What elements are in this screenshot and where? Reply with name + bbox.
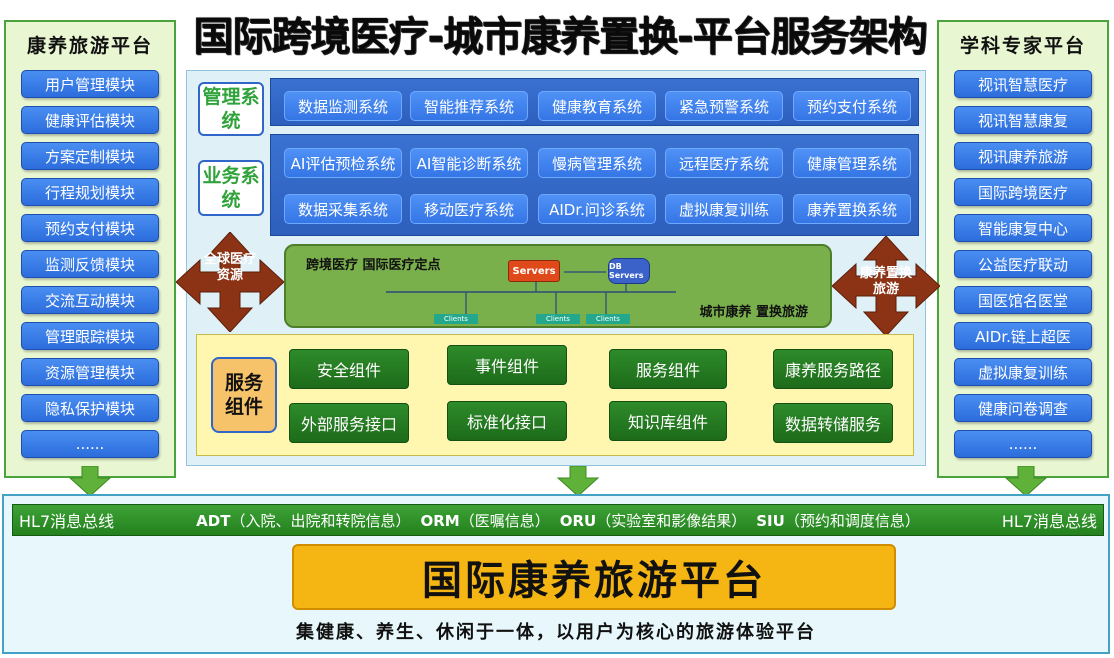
servers-box: Servers: [508, 260, 560, 282]
service-button[interactable]: 事件组件: [447, 345, 567, 385]
business-band: AI评估预检系统 AI智能诊断系统 慢病管理系统 远程医疗系统 健康管理系统 数…: [270, 134, 919, 236]
business-chip[interactable]: 虚拟康复训练: [665, 194, 783, 224]
left-module-item[interactable]: 资源管理模块: [21, 358, 159, 386]
right-module-item[interactable]: 国际跨境医疗: [954, 178, 1092, 206]
service-button[interactable]: 标准化接口: [447, 401, 567, 441]
left-module-item[interactable]: 隐私保护模块: [21, 394, 159, 422]
hl7-left-label: HL7消息总线: [19, 512, 115, 531]
right-module-item[interactable]: 视讯智慧医疗: [954, 70, 1092, 98]
business-chip[interactable]: AI评估预检系统: [284, 148, 402, 178]
right-module-item[interactable]: 公益医疗联动: [954, 250, 1092, 278]
business-chip[interactable]: AI智能诊断系统: [410, 148, 528, 178]
hl7-desc: （医嘱信息）: [459, 511, 550, 530]
diagram-bottom-text: 城市康养 置换旅游: [699, 305, 808, 320]
right-arrow-label: 康养置换旅游: [859, 266, 912, 297]
business-label: 业务系统: [198, 160, 264, 216]
service-button[interactable]: 数据转储服务: [773, 403, 893, 443]
left-arrow-label: 全球医疗资源: [203, 252, 256, 283]
management-chip[interactable]: 预约支付系统: [793, 91, 911, 121]
right-module-item[interactable]: ......: [954, 430, 1092, 458]
page-title: 国际跨境医疗-城市康养置换-平台服务架构: [193, 14, 927, 60]
right-module-item[interactable]: 健康问卷调查: [954, 394, 1092, 422]
network-lines: [386, 271, 676, 318]
service-button[interactable]: 康养服务路径: [773, 349, 893, 389]
network-diagram: 跨境医疗 国际医疗定点 城市康养 置换旅游 Servers DB Servers…: [284, 244, 832, 328]
hl7-message-bus: HL7消息总线 ADT（入院、出院和转院信息） ORM（医嘱信息） ORU（实验…: [12, 504, 1104, 536]
diagram-top-text: 跨境医疗 国际医疗定点: [306, 258, 441, 273]
business-chip[interactable]: AIDr.问诊系统: [538, 194, 656, 224]
right-module-item[interactable]: AIDr.链上超医: [954, 322, 1092, 350]
platform-title: 国际康养旅游平台: [292, 544, 896, 610]
business-chip[interactable]: 数据采集系统: [284, 194, 402, 224]
right-module-item[interactable]: 视讯康养旅游: [954, 142, 1092, 170]
management-chip[interactable]: 健康教育系统: [538, 91, 656, 121]
left-module-item[interactable]: 健康评估模块: [21, 106, 159, 134]
left-module-item[interactable]: 监测反馈模块: [21, 250, 159, 278]
management-chip[interactable]: 数据监测系统: [284, 91, 402, 121]
service-components: 服务组件 安全组件 事件组件 服务组件 康养服务路径 外部服务接口 标准化接口 …: [196, 334, 914, 456]
client-box: Clients: [434, 314, 478, 324]
left-module-item[interactable]: 方案定制模块: [21, 142, 159, 170]
service-button[interactable]: 外部服务接口: [289, 403, 409, 443]
right-module-item[interactable]: 国医馆名医堂: [954, 286, 1092, 314]
business-chip[interactable]: 远程医疗系统: [665, 148, 783, 178]
right-module-item[interactable]: 虚拟康复训练: [954, 358, 1092, 386]
right-panel-list: 视讯智慧医疗 视讯智慧康复 视讯康养旅游 国际跨境医疗 智能康复中心 公益医疗联…: [939, 66, 1107, 458]
down-arrow-icon: [68, 466, 112, 496]
right-panel-title: 学科专家平台: [959, 34, 1086, 57]
hl7-code: ORM: [420, 511, 460, 530]
business-chip[interactable]: 健康管理系统: [793, 148, 911, 178]
hl7-code: ORU: [559, 511, 597, 530]
hl7-right-label: HL7消息总线: [1001, 512, 1097, 531]
db-servers-icon: DB Servers: [608, 258, 650, 284]
hl7-desc: （入院、出院和转院信息）: [230, 511, 411, 530]
management-chip[interactable]: 紧急预警系统: [665, 91, 783, 121]
service-button[interactable]: 知识库组件: [609, 401, 727, 441]
service-button[interactable]: 安全组件: [289, 349, 409, 389]
left-panel-title: 康养旅游平台: [26, 34, 153, 57]
management-band: 数据监测系统 智能推荐系统 健康教育系统 紧急预警系统 预约支付系统: [270, 78, 919, 126]
service-button[interactable]: 服务组件: [609, 349, 727, 389]
left-module-item[interactable]: 行程规划模块: [21, 178, 159, 206]
client-box: Clients: [536, 314, 580, 324]
hl7-segments: ADT（入院、出院和转院信息） ORM（医嘱信息） ORU（实验室和影像结果） …: [196, 510, 920, 531]
left-panel: 康养旅游平台 用户管理模块 健康评估模块 方案定制模块 行程规划模块 预约支付模…: [4, 20, 176, 478]
bottom-platform: HL7消息总线 ADT（入院、出院和转院信息） ORM（医嘱信息） ORU（实验…: [2, 494, 1110, 654]
business-chip[interactable]: 移动医疗系统: [410, 194, 528, 224]
down-arrow-icon: [556, 466, 600, 496]
right-module-item[interactable]: 视讯智慧康复: [954, 106, 1092, 134]
left-panel-list: 用户管理模块 健康评估模块 方案定制模块 行程规划模块 预约支付模块 监测反馈模…: [6, 66, 174, 458]
left-cross-arrow: [176, 232, 284, 332]
management-label: 管理系统: [198, 82, 264, 136]
left-module-item[interactable]: 管理跟踪模块: [21, 322, 159, 350]
left-module-item[interactable]: 用户管理模块: [21, 70, 159, 98]
hl7-desc: （实验室和影像结果）: [596, 511, 747, 530]
management-chip[interactable]: 智能推荐系统: [410, 91, 528, 121]
left-module-item[interactable]: ......: [21, 430, 159, 458]
left-module-item[interactable]: 预约支付模块: [21, 214, 159, 242]
service-label: 服务组件: [211, 357, 277, 433]
right-panel: 学科专家平台 视讯智慧医疗 视讯智慧康复 视讯康养旅游 国际跨境医疗 智能康复中…: [937, 20, 1109, 478]
client-box: Clients: [586, 314, 630, 324]
platform-subtitle: 集健康、养生、休闲于一体，以用户为核心的旅游体验平台: [296, 622, 816, 643]
left-module-item[interactable]: 交流互动模块: [21, 286, 159, 314]
hl7-code: SIU: [756, 511, 785, 530]
hl7-code: ADT: [196, 511, 231, 530]
business-chip[interactable]: 康养置换系统: [793, 194, 911, 224]
right-module-item[interactable]: 智能康复中心: [954, 214, 1092, 242]
right-cross-arrow: [832, 236, 940, 336]
business-chip[interactable]: 慢病管理系统: [538, 148, 656, 178]
down-arrow-icon: [1004, 466, 1048, 496]
hl7-desc: （预约和调度信息）: [784, 511, 920, 530]
